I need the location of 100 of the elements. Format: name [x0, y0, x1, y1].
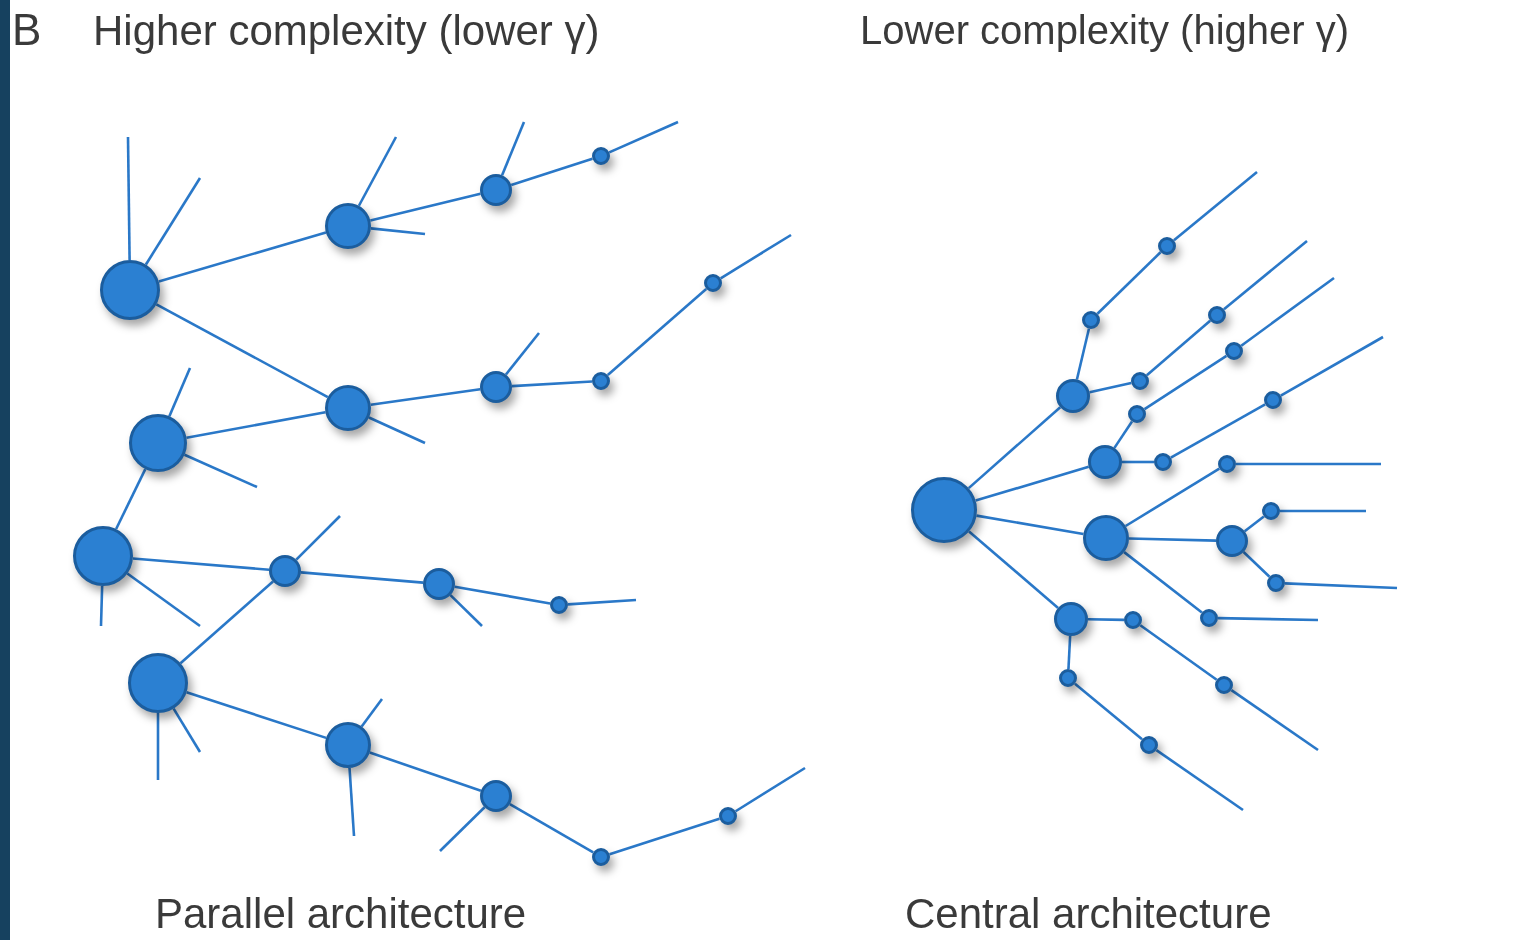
branch-line [368, 416, 426, 445]
connection-line [609, 817, 720, 856]
branch-line [449, 594, 483, 627]
connection-line [1122, 460, 1154, 464]
network-node [1218, 455, 1236, 473]
connection-line [1143, 354, 1228, 411]
branch-line [156, 713, 160, 780]
network-node [325, 385, 371, 431]
connection-line [370, 387, 481, 407]
branch-line [439, 806, 486, 852]
branch-line [608, 120, 679, 154]
network-node [1131, 372, 1149, 390]
branch-line [1217, 616, 1319, 622]
branch-line [1284, 582, 1398, 590]
branch-line [720, 233, 792, 280]
network-node [100, 260, 160, 320]
network-node [1216, 525, 1248, 557]
network-node [1154, 453, 1172, 471]
connection-line [300, 571, 424, 584]
connection-line [1146, 319, 1211, 377]
branch-line [360, 698, 384, 728]
column-heading: Lower complexity (higher γ) [860, 10, 1350, 50]
network-node [480, 371, 512, 403]
connection-line [1096, 251, 1162, 315]
connection-line [155, 303, 329, 399]
connection-line [1087, 617, 1125, 622]
connection-line [1170, 403, 1266, 459]
connection-line [132, 557, 270, 571]
connection-line [370, 192, 481, 222]
branch-line [500, 121, 526, 176]
connection-line [369, 751, 482, 792]
connection-line [1074, 682, 1143, 741]
network-node [1056, 379, 1090, 413]
network-node [269, 555, 301, 587]
network-node [550, 596, 568, 614]
branch-line [144, 177, 202, 266]
connection-line [968, 530, 1059, 609]
connection-line [1123, 551, 1203, 614]
branch-line [1236, 462, 1381, 466]
network-node [911, 477, 977, 543]
network-node [1054, 602, 1088, 636]
connection-line [1139, 624, 1218, 681]
network-node [1208, 306, 1226, 324]
network-node [1158, 237, 1176, 255]
connection-line [186, 691, 327, 740]
network-node [480, 780, 512, 812]
connection-line [967, 406, 1062, 490]
connection-line [1128, 537, 1217, 542]
connection-line [1243, 515, 1265, 533]
branch-line [357, 136, 398, 207]
branch-line [1230, 689, 1319, 752]
network-node [1083, 515, 1129, 561]
branch-line [295, 515, 341, 561]
branch-line [370, 227, 426, 236]
branch-line [126, 572, 201, 628]
branch-line [168, 367, 192, 417]
panel-letter: B [12, 8, 42, 52]
branch-line [1280, 509, 1366, 513]
connection-line [510, 157, 593, 187]
connection-line [1089, 381, 1132, 394]
architecture-caption: Parallel architecture [155, 893, 527, 935]
column-heading: Higher complexity (lower γ) [93, 10, 600, 52]
branch-line [1173, 171, 1258, 242]
network-node [129, 414, 187, 472]
connection-line [1067, 635, 1072, 670]
branch-line [183, 453, 258, 489]
network-node [1140, 736, 1158, 754]
network-node [73, 526, 133, 586]
connection-line [158, 231, 327, 283]
network-node [1128, 405, 1146, 423]
connection-line [1113, 420, 1134, 449]
connection-line [1242, 551, 1271, 578]
connection-line [511, 380, 593, 388]
connection-line [976, 514, 1084, 536]
connection-line [114, 468, 147, 530]
branch-line [348, 767, 356, 837]
connection-line [606, 287, 708, 377]
connection-line [186, 410, 326, 440]
branch-line [1155, 749, 1244, 812]
network-node [1200, 609, 1218, 627]
branch-line [504, 332, 540, 376]
network-node [1264, 391, 1282, 409]
branch-line [567, 598, 637, 606]
network-node [325, 722, 371, 768]
network-node [1267, 574, 1285, 592]
connection-line [454, 585, 551, 605]
branch-line [126, 137, 131, 260]
connection-line [1075, 328, 1091, 380]
network-node [423, 568, 455, 600]
network-node [128, 653, 188, 713]
network-node [592, 147, 610, 165]
network-node [704, 274, 722, 292]
network-node [325, 203, 371, 249]
network-node [1262, 502, 1280, 520]
connection-line [975, 465, 1090, 502]
network-node [480, 174, 512, 206]
network-node [592, 372, 610, 390]
architecture-caption: Central architecture [905, 893, 1272, 935]
branch-line [734, 766, 806, 813]
connection-line [179, 580, 274, 665]
